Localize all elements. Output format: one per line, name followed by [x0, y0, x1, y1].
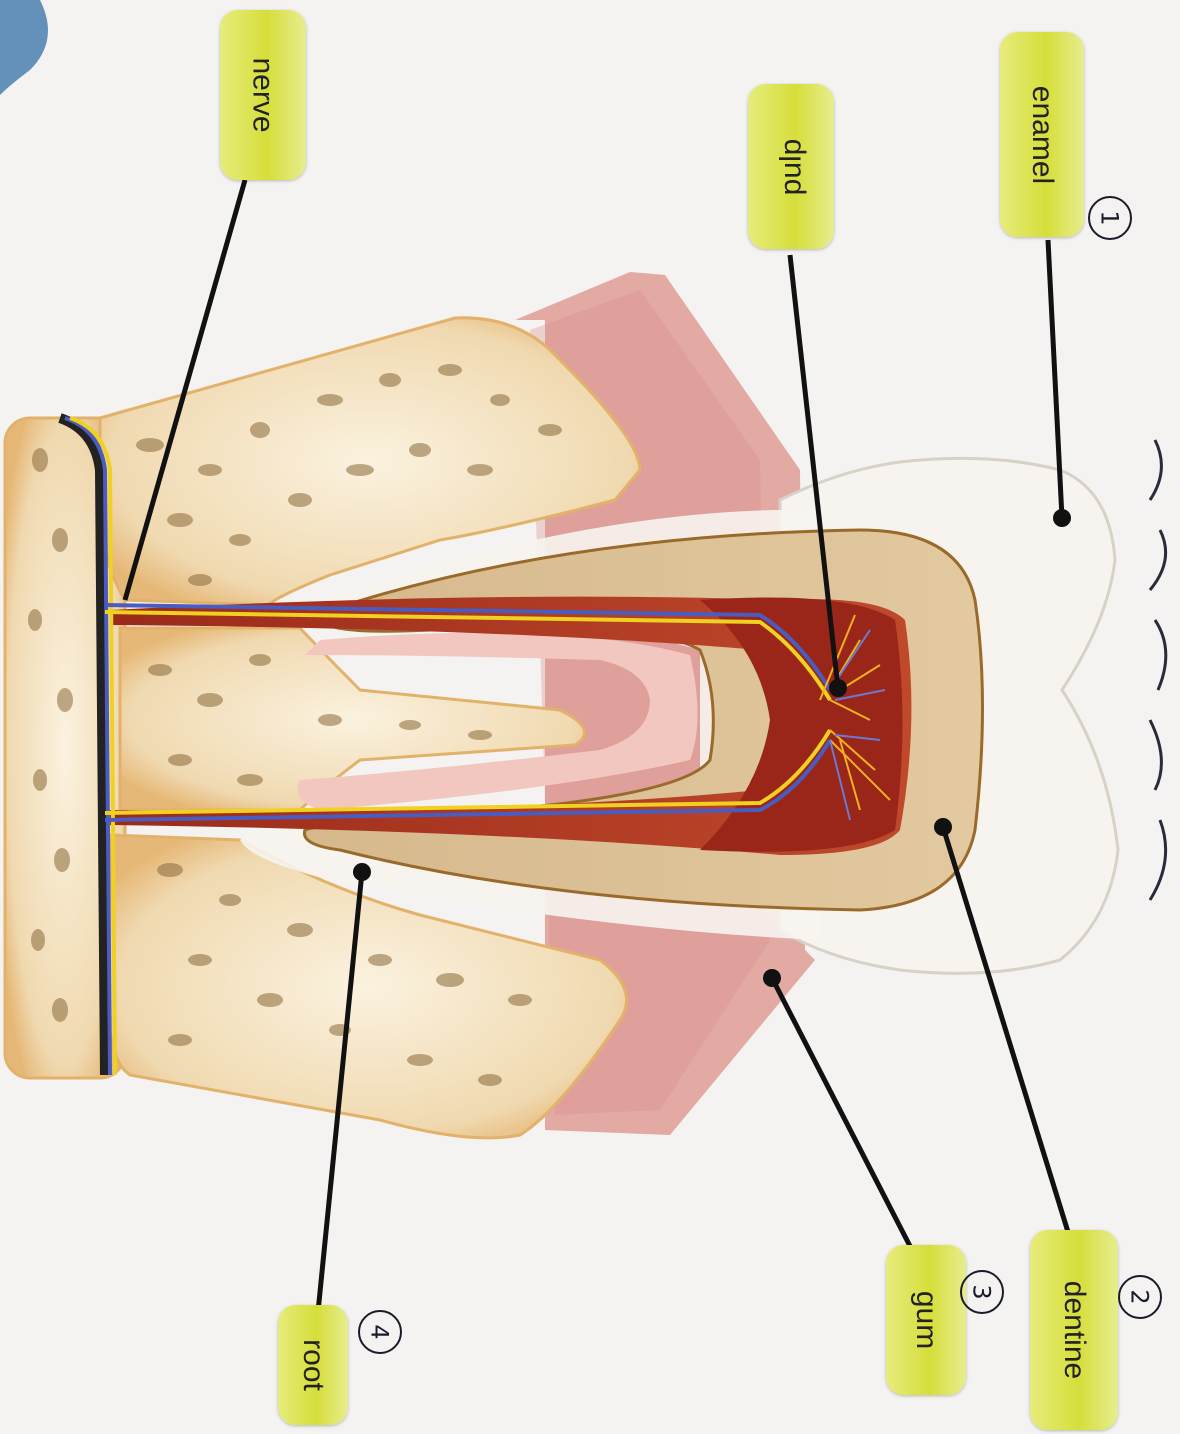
handwriting-scribble — [1150, 440, 1166, 900]
dentine-label: dentine — [1030, 1230, 1118, 1430]
nerve-label-text: nerve — [246, 57, 280, 132]
number-3-circle: 3 — [960, 1270, 1004, 1314]
root-label-text: root — [296, 1339, 330, 1391]
nerve-label: nerve — [220, 10, 306, 180]
gum-label: gum — [886, 1245, 966, 1395]
corner-blob — [0, 0, 48, 95]
gum-label-text: gum — [909, 1291, 943, 1349]
number-2-circle: 2 — [1118, 1275, 1162, 1319]
pulp-label-text: pulp — [774, 138, 808, 195]
number-1-circle: 1 — [1088, 196, 1132, 240]
enamel-label: enamel — [1000, 32, 1084, 237]
dentine-label-text: dentine — [1057, 1281, 1091, 1379]
number-4-circle: 4 — [358, 1310, 402, 1354]
pulp-label: pulp — [748, 84, 834, 249]
root-label: root — [278, 1305, 348, 1425]
enamel-label-text: enamel — [1025, 85, 1059, 183]
